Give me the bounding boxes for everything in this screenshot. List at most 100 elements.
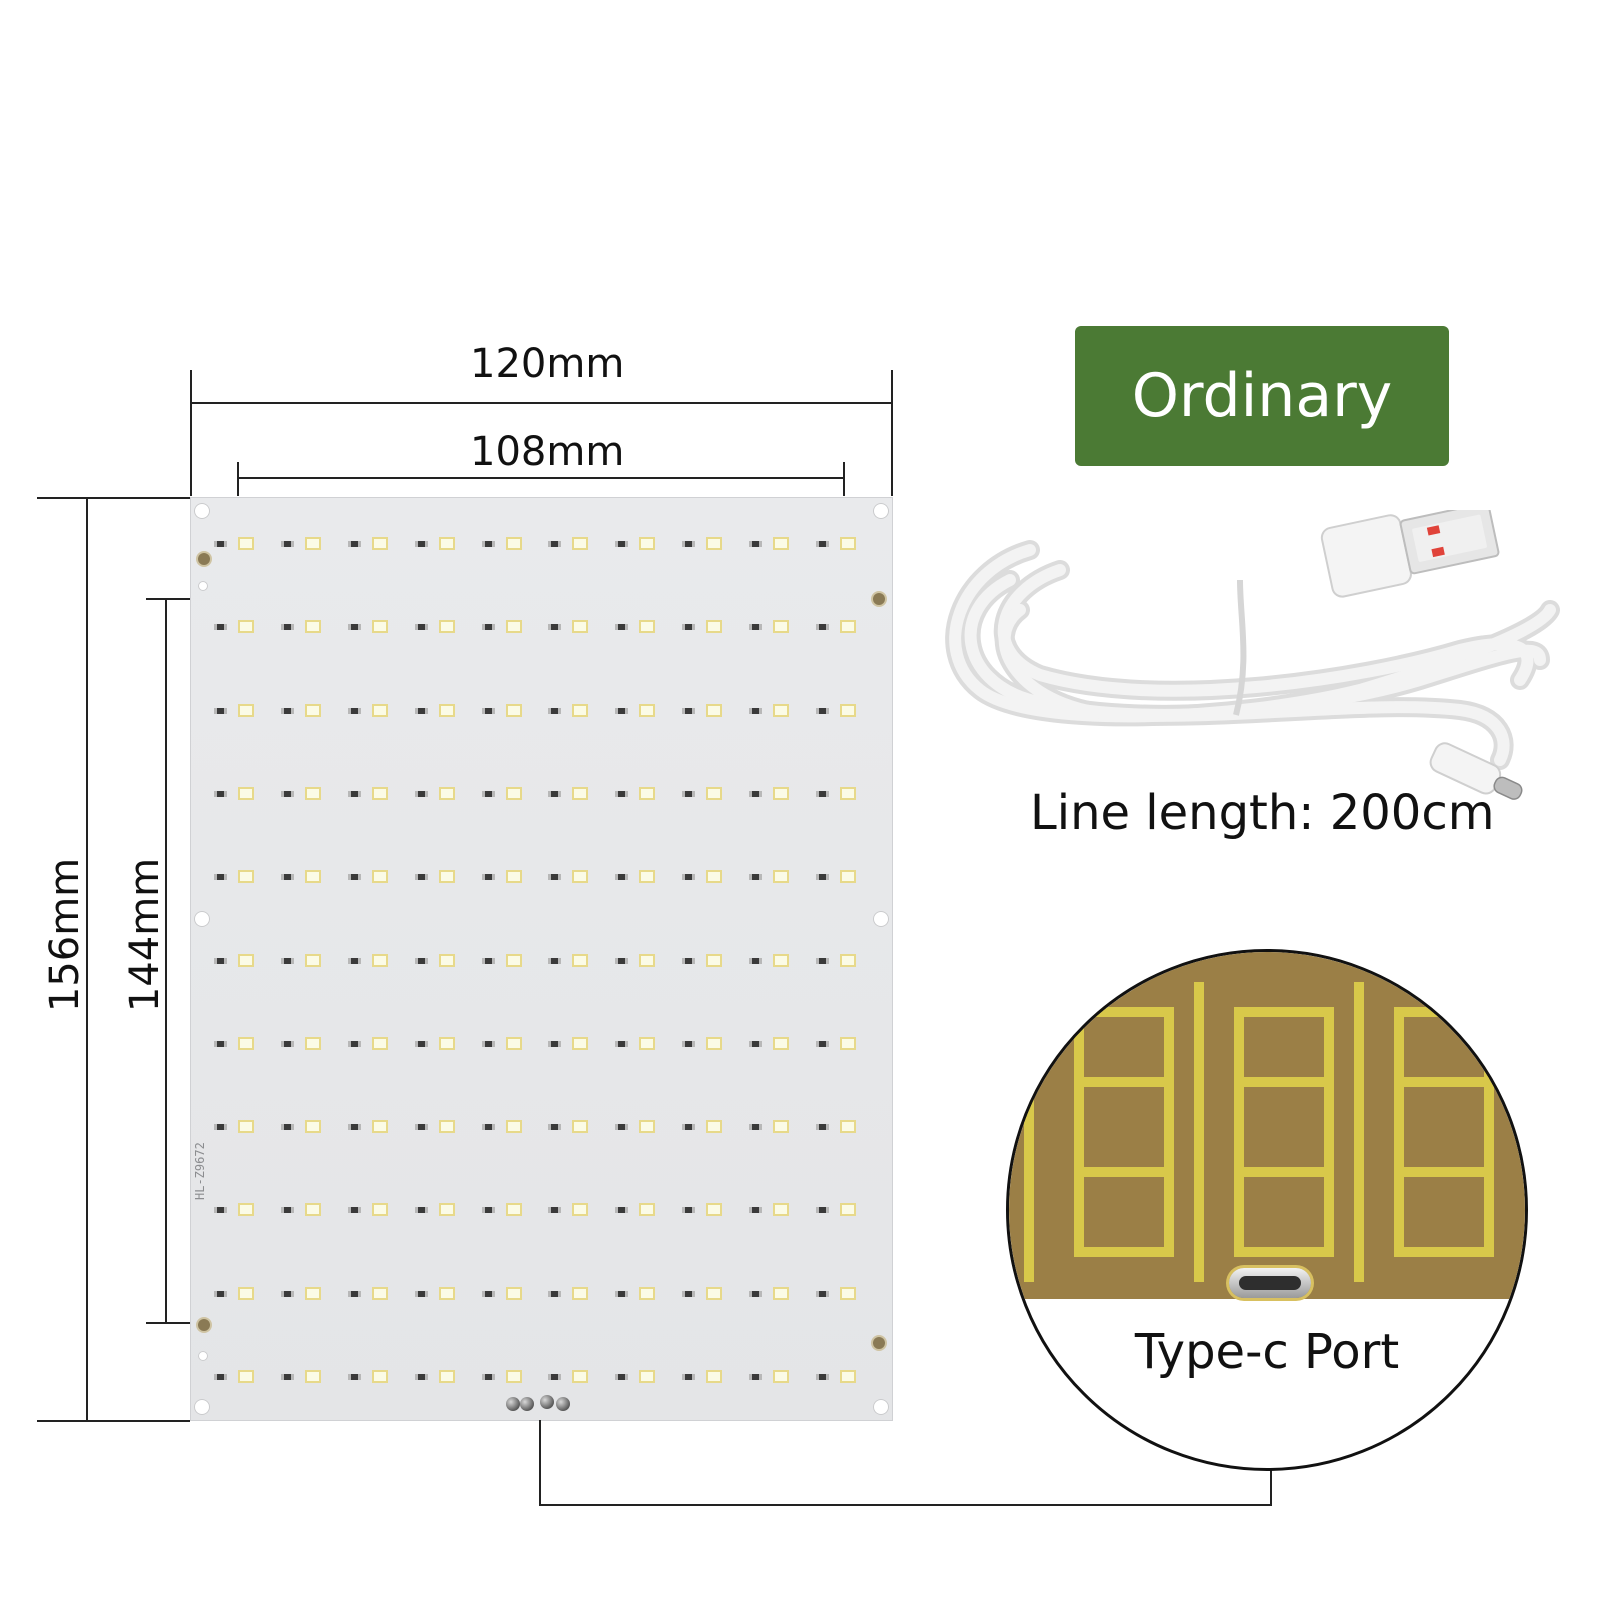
resistor	[749, 1374, 763, 1380]
resistor	[548, 957, 562, 964]
led-chip	[773, 620, 790, 634]
led-chip	[371, 703, 388, 717]
led-chip	[840, 1203, 856, 1217]
solder-pad	[506, 1397, 520, 1411]
led-chip	[840, 620, 856, 634]
led-chip	[304, 1203, 321, 1217]
resistor	[548, 1290, 562, 1297]
resistor	[414, 874, 428, 881]
type-c-port-label: Type-c Port	[1134, 1324, 1400, 1380]
led-chip	[505, 1286, 522, 1300]
resistor	[280, 1374, 294, 1380]
board-via	[873, 1337, 885, 1349]
led-chip	[371, 1036, 388, 1050]
magnified-board	[1009, 952, 1525, 1299]
resistor	[414, 1374, 428, 1380]
resistor	[816, 957, 829, 964]
led-chip	[572, 870, 589, 884]
width-108-left-tick	[237, 462, 239, 496]
resistor	[749, 957, 763, 964]
resistor	[682, 874, 696, 881]
resistor	[615, 624, 629, 631]
height-156-bottom-tick	[37, 1420, 190, 1422]
led-chip	[572, 786, 589, 800]
led-chip	[238, 870, 254, 884]
led-chip	[438, 1120, 455, 1134]
resistor	[214, 1207, 227, 1214]
resistor	[481, 1374, 495, 1380]
resistor	[682, 790, 696, 797]
led-chip	[304, 1370, 321, 1383]
led-chip	[773, 1286, 790, 1300]
led-chip	[572, 1203, 589, 1217]
led-chip	[773, 537, 790, 550]
led-chip	[840, 870, 856, 884]
led-chip	[371, 1370, 388, 1383]
resistor	[548, 1124, 562, 1131]
led-chip	[840, 786, 856, 800]
connector-line-down	[539, 1420, 541, 1506]
led-chip	[438, 1286, 455, 1300]
resistor	[481, 541, 495, 547]
led-chip	[840, 953, 856, 967]
led-chip	[706, 1036, 723, 1050]
solder-pad	[520, 1397, 534, 1411]
resistor	[280, 874, 294, 881]
mount-hole	[873, 503, 889, 519]
resistor	[481, 624, 495, 631]
led-chip	[304, 1120, 321, 1134]
led-chip	[572, 1370, 589, 1383]
mount-hole	[194, 911, 210, 927]
led-chip	[572, 537, 589, 550]
resistor	[682, 624, 696, 631]
resistor	[548, 707, 562, 714]
resistor	[749, 790, 763, 797]
led-chip	[706, 870, 723, 884]
resistor	[214, 1040, 227, 1047]
width-120-label: 120mm	[470, 341, 625, 387]
led-chip	[304, 620, 321, 634]
resistor	[481, 790, 495, 797]
resistor	[749, 874, 763, 881]
resistor	[214, 624, 227, 631]
led-chip	[773, 1203, 790, 1217]
resistor	[682, 1207, 696, 1214]
resistor	[347, 874, 361, 881]
resistor	[749, 1290, 763, 1297]
resistor	[615, 707, 629, 714]
ordinary-badge: Ordinary	[1075, 326, 1449, 466]
solder-pad	[540, 1395, 554, 1409]
led-chip	[438, 703, 455, 717]
resistor	[548, 874, 562, 881]
resistor	[816, 874, 829, 881]
led-chip	[706, 703, 723, 717]
resistor	[749, 1207, 763, 1214]
led-chip	[238, 537, 254, 550]
line-length-label: Line length: 200cm	[1030, 785, 1495, 841]
board-via	[198, 553, 210, 565]
resistor	[214, 790, 227, 797]
ordinary-badge-label: Ordinary	[1131, 361, 1393, 431]
resistor	[615, 1207, 629, 1214]
led-chip	[773, 870, 790, 884]
led-chip	[438, 1203, 455, 1217]
connector-line-up	[1270, 1470, 1272, 1506]
resistor	[347, 1040, 361, 1047]
resistor	[214, 1290, 227, 1297]
led-chip	[840, 537, 856, 550]
led-chip	[639, 870, 656, 884]
led-chip	[238, 1120, 254, 1134]
resistor	[280, 541, 294, 547]
resistor	[347, 1374, 361, 1380]
resistor	[816, 624, 829, 631]
led-chip	[706, 786, 723, 800]
led-chip	[304, 703, 321, 717]
resistor	[414, 1290, 428, 1297]
resistor	[615, 790, 629, 797]
led-chip	[371, 620, 388, 634]
solder-pad	[556, 1397, 570, 1411]
led-chip	[572, 703, 589, 717]
resistor	[414, 1040, 428, 1047]
resistor	[816, 1124, 829, 1131]
led-chip	[304, 870, 321, 884]
